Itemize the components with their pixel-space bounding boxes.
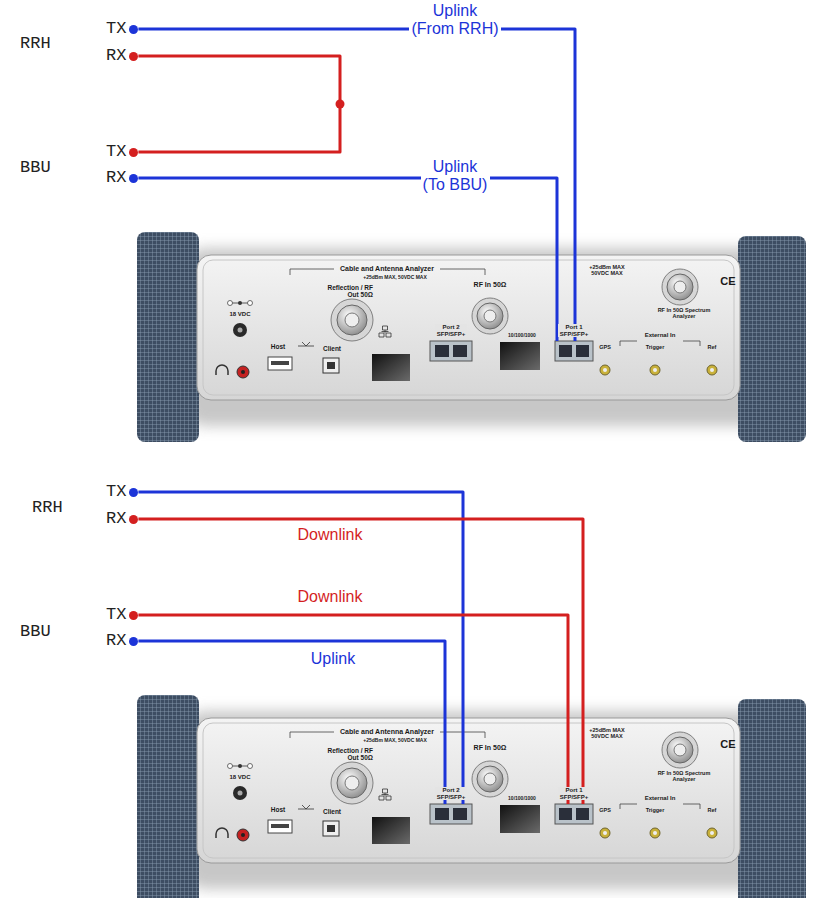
panel-label: Trigger xyxy=(641,344,669,350)
port-name: RX xyxy=(106,631,126,651)
fiber-endpoint: RX xyxy=(106,631,138,651)
panel-label: Client xyxy=(318,808,346,815)
sfp-port: Port 1 SFP/SFP+ xyxy=(555,341,593,361)
panel-label: Client xyxy=(318,345,346,352)
panel-label: Cable and Antenna Analyzer xyxy=(317,265,457,273)
panel-label: External In xyxy=(635,332,685,339)
panel-label: RF In 50Ω Spectrum Analyzer xyxy=(653,307,715,319)
panel-label: GPS xyxy=(593,807,617,813)
panel-label: 10/100/1000 xyxy=(505,333,539,339)
fiber-link xyxy=(138,56,340,152)
panel-label: RF In 50Ω xyxy=(465,281,515,289)
panel-label: CE xyxy=(717,738,739,750)
link-label: Uplink xyxy=(308,650,358,668)
panel-label: GPS xyxy=(593,344,617,350)
analyzer-panel: Cable and Antenna Analyzer +25dBm MAX, 50… xyxy=(197,255,740,400)
link-label: Uplink (To BBU) xyxy=(421,158,490,193)
fiber-link xyxy=(138,29,575,341)
fiber-end-dot xyxy=(129,25,138,34)
panel-label: External In xyxy=(635,795,685,802)
panel-label: 10/100/1000 xyxy=(505,796,539,802)
panel-label: +25dBm MAX, 50VDC MAX xyxy=(345,738,445,744)
link-label: Downlink xyxy=(295,526,365,544)
fiber-endpoint: TX xyxy=(106,19,138,39)
loop-junction xyxy=(336,100,345,109)
panel-label: 18 VDC xyxy=(225,774,255,781)
port-name: TX xyxy=(106,605,126,625)
port-label: Port 2 SFP/SFP+ xyxy=(435,787,467,800)
analyzer-bottom xyxy=(137,695,806,898)
panel-label: RF In 50Ω xyxy=(465,744,515,752)
panel-label: Ref xyxy=(700,807,724,813)
fiber-end-dot xyxy=(129,611,138,620)
fiber-link xyxy=(138,519,583,804)
fiber-link xyxy=(138,641,445,804)
panel-label: Cable and Antenna Analyzer xyxy=(317,728,457,736)
sfp-port: Port 2 SFP/SFP+ xyxy=(430,804,472,824)
fiber-endpoint: TX xyxy=(106,142,138,162)
unit-name: BBU xyxy=(20,158,51,177)
panel-label: Ref xyxy=(700,344,724,350)
panel-label: Host xyxy=(264,806,292,813)
fiber-endpoint: RX xyxy=(106,168,138,188)
port-label: Port 2 SFP/SFP+ xyxy=(435,324,467,337)
analyzer-panel: Cable and Antenna Analyzer +25dBm MAX, 50… xyxy=(197,718,740,863)
port-label: Port 1 SFP/SFP+ xyxy=(558,787,590,800)
fiber-link xyxy=(138,615,568,804)
port-label: Port 1 SFP/SFP+ xyxy=(558,324,590,337)
port-name: RX xyxy=(106,46,126,66)
link-label: Downlink xyxy=(295,588,365,606)
fiber-endpoint: RX xyxy=(106,46,138,66)
fiber-endpoint: RX xyxy=(106,509,138,529)
fiber-endpoint: TX xyxy=(106,482,138,502)
fiber-link xyxy=(138,492,463,804)
fiber-end-dot xyxy=(129,488,138,497)
panel-label: RF In 50Ω Spectrum Analyzer xyxy=(653,770,715,782)
port-name: TX xyxy=(106,482,126,502)
fiber-end-dot xyxy=(129,148,138,157)
sfp-port: Port 2 SFP/SFP+ xyxy=(430,341,472,361)
port-name: TX xyxy=(106,142,126,162)
port-name: RX xyxy=(106,168,126,188)
panel-label: Trigger xyxy=(641,807,669,813)
link-label: Uplink (From RRH) xyxy=(409,2,501,37)
panel-label: Reflection / RF Out 50Ω xyxy=(327,284,373,298)
panel-label: Reflection / RF Out 50Ω xyxy=(327,747,373,761)
panel-label: 18 VDC xyxy=(225,311,255,318)
panel-label: +25dBm MAX, 50VDC MAX xyxy=(345,275,445,281)
panel-label: Host xyxy=(264,343,292,350)
fiber-end-dot xyxy=(129,52,138,61)
fiber-endpoint: TX xyxy=(106,605,138,625)
port-name: RX xyxy=(106,509,126,529)
analyzer-top xyxy=(137,232,806,442)
fiber-end-dot xyxy=(129,637,138,646)
panel-label: CE xyxy=(717,275,739,287)
port-name: TX xyxy=(106,19,126,39)
sfp-port: Port 1 SFP/SFP+ xyxy=(555,804,593,824)
unit-name: BBU xyxy=(20,622,51,641)
panel-label: +25dBm MAX 50VDC MAX xyxy=(587,727,627,739)
fiber-end-dot xyxy=(129,515,138,524)
unit-name: RRH xyxy=(20,34,51,53)
unit-name: RRH xyxy=(32,498,63,517)
fiber-link xyxy=(138,178,557,341)
panel-label: +25dBm MAX 50VDC MAX xyxy=(587,264,627,276)
fiber-end-dot xyxy=(129,174,138,183)
